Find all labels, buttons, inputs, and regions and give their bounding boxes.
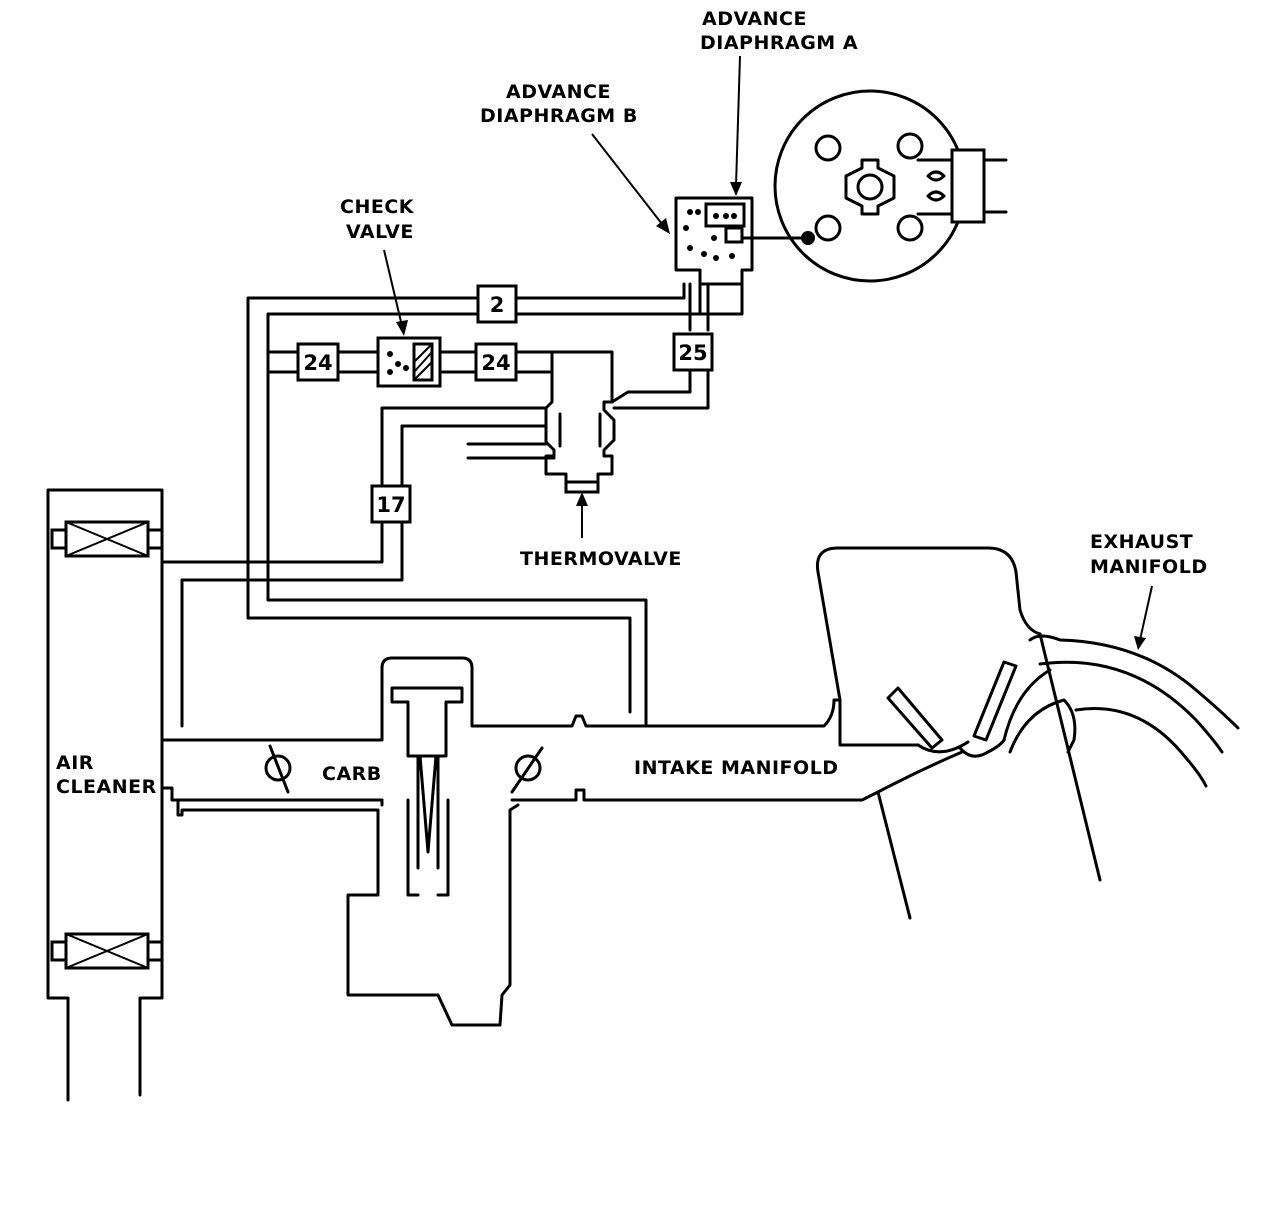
svg-text:24: 24 — [303, 351, 332, 375]
hose-label-24-left: 24 — [296, 342, 340, 382]
svg-text:DIAPHRAGM A: DIAPHRAGM A — [700, 32, 858, 54]
filter-element-top — [50, 520, 164, 558]
choke-valve — [264, 744, 292, 794]
svg-text:17: 17 — [376, 493, 405, 517]
svg-text:EXHAUST: EXHAUST — [1090, 531, 1193, 553]
advance-diaphragm-unit — [674, 196, 815, 286]
distributor — [773, 89, 1008, 283]
hose-label-24-right: 24 — [474, 342, 518, 382]
svg-text:AIR: AIR — [56, 752, 94, 774]
air-cleaner — [46, 488, 164, 1102]
cylinder-head — [815, 546, 1102, 920]
check-valve — [376, 336, 442, 388]
svg-text:DIAPHRAGM B: DIAPHRAGM B — [480, 105, 638, 127]
hose-label-2: 2 — [476, 284, 518, 324]
hose-label-17: 17 — [370, 484, 412, 524]
leader-arrows — [383, 55, 1153, 650]
exhaust-manifold — [1002, 634, 1240, 788]
label-advance-diaphragm-a: ADVANCE DIAPHRAGM A — [700, 8, 858, 54]
svg-text:VALVE: VALVE — [346, 221, 414, 243]
svg-text:CHECK: CHECK — [340, 196, 415, 218]
svg-text:ADVANCE: ADVANCE — [506, 81, 611, 103]
hose-label-25: 25 — [672, 332, 714, 372]
label-carb: CARB — [322, 763, 382, 785]
filter-element-bottom — [50, 932, 164, 970]
label-thermovalve: THERMOVALVE — [520, 548, 682, 570]
label-air-cleaner: AIR CLEANER — [56, 752, 157, 798]
throttle-valve — [510, 746, 544, 794]
svg-text:25: 25 — [678, 341, 707, 365]
svg-text:MANIFOLD: MANIFOLD — [1090, 556, 1208, 578]
label-exhaust-manifold: EXHAUST MANIFOLD — [1090, 531, 1208, 578]
label-check-valve: CHECK VALVE — [340, 196, 415, 243]
svg-text:2: 2 — [490, 293, 505, 317]
svg-text:ADVANCE: ADVANCE — [702, 8, 807, 30]
svg-text:CLEANER: CLEANER — [56, 776, 157, 798]
label-advance-diaphragm-b: ADVANCE DIAPHRAGM B — [480, 81, 638, 127]
svg-text:24: 24 — [481, 351, 510, 375]
label-intake-manifold: INTAKE MANIFOLD — [634, 757, 839, 779]
carburetor-body — [160, 656, 920, 1027]
thermovalve — [544, 350, 616, 494]
vacuum-hoses — [160, 282, 744, 742]
